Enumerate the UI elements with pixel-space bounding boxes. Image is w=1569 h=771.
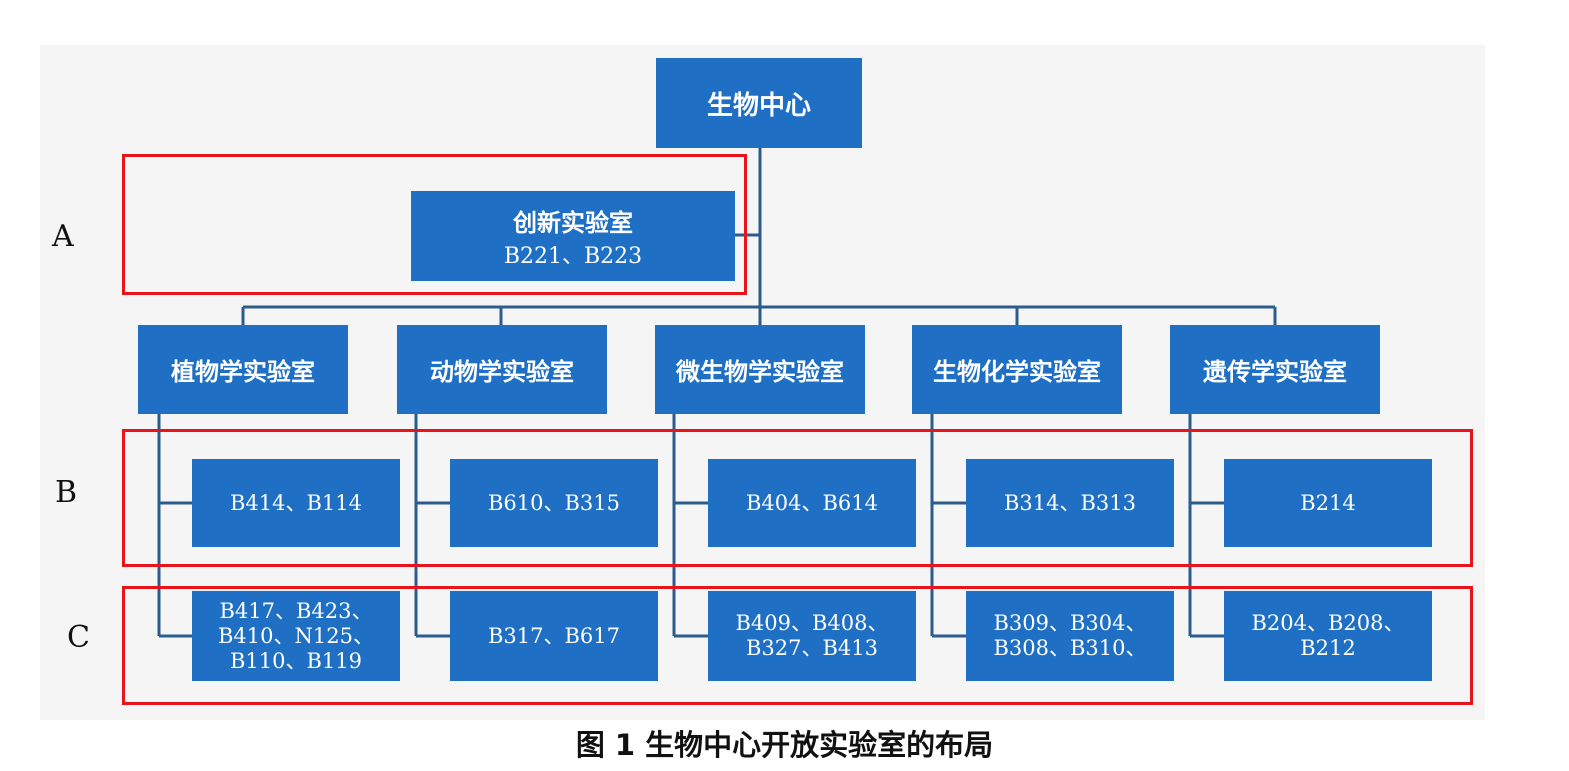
rooms-b-node: B610、B315 bbox=[450, 459, 658, 547]
rooms-c-line: B409、B408、 bbox=[735, 611, 889, 635]
row-label-c: C bbox=[67, 620, 90, 655]
rooms-b-text: B314、B313 bbox=[1003, 490, 1137, 515]
department-name: 生物化学实验室 bbox=[933, 357, 1101, 386]
rooms-c-line: B417、B423、 bbox=[219, 598, 373, 623]
rooms-c-node: B204、B208、 B212 bbox=[1224, 591, 1432, 681]
rooms-b-text: B214 bbox=[1300, 490, 1356, 515]
rooms-c-line: B308、B310、 bbox=[993, 636, 1147, 660]
innovation-lab-node: 创新实验室 B221、B223 bbox=[411, 191, 735, 281]
rooms-c-node: B409、B408、 B327、B413 bbox=[708, 591, 916, 681]
rooms-c-line: B327、B413 bbox=[745, 636, 879, 660]
department-node: 遗传学实验室 bbox=[1170, 325, 1380, 414]
rooms-c-line: B309、B304、 bbox=[993, 611, 1147, 635]
department-node: 微生物学实验室 bbox=[655, 325, 865, 414]
rooms-b-text: B404、B614 bbox=[745, 490, 879, 515]
root-label: 生物中心 bbox=[706, 90, 811, 121]
row-label-b: B bbox=[55, 475, 78, 510]
department-name: 动物学实验室 bbox=[430, 357, 574, 386]
department-name: 植物学实验室 bbox=[171, 357, 315, 386]
rooms-c-node: B417、B423、 B410、N125、 B110、B119 bbox=[192, 591, 400, 681]
rooms-b-node: B214 bbox=[1224, 459, 1432, 547]
department-node: 动物学实验室 bbox=[397, 325, 607, 414]
rooms-c-node: B317、B617 bbox=[450, 591, 658, 681]
rooms-c-node: B309、B304、 B308、B310、 bbox=[966, 591, 1174, 681]
group-c-outline bbox=[122, 586, 1473, 705]
rooms-b-text: B414、B114 bbox=[229, 490, 363, 515]
department-node: 生物化学实验室 bbox=[912, 325, 1122, 414]
department-name: 遗传学实验室 bbox=[1203, 357, 1347, 386]
rooms-c-line: B212 bbox=[1300, 636, 1356, 660]
group-b-outline bbox=[122, 429, 1473, 567]
root-node: 生物中心 bbox=[656, 58, 862, 148]
rooms-c-line: B204、B208、 bbox=[1251, 611, 1405, 635]
rooms-c-line: B410、N125、 bbox=[218, 623, 374, 648]
rooms-b-node: B414、B114 bbox=[192, 459, 400, 547]
figure-caption: 图 1 生物中心开放实验室的布局 bbox=[575, 728, 994, 762]
rooms-c-line: B317、B617 bbox=[487, 623, 621, 648]
rooms-b-node: B314、B313 bbox=[966, 459, 1174, 547]
rooms-c-line: B110、B119 bbox=[229, 648, 363, 673]
department-node: 植物学实验室 bbox=[138, 325, 348, 414]
rooms-b-text: B610、B315 bbox=[487, 490, 621, 515]
rooms-b-node: B404、B614 bbox=[708, 459, 916, 547]
innovation-lab-rooms: B221、B223 bbox=[503, 243, 643, 269]
row-label-a: A bbox=[52, 219, 74, 254]
group-a-outline bbox=[122, 154, 747, 295]
innovation-lab-name: 创新实验室 bbox=[513, 207, 633, 237]
department-name: 微生物学实验室 bbox=[676, 357, 844, 386]
